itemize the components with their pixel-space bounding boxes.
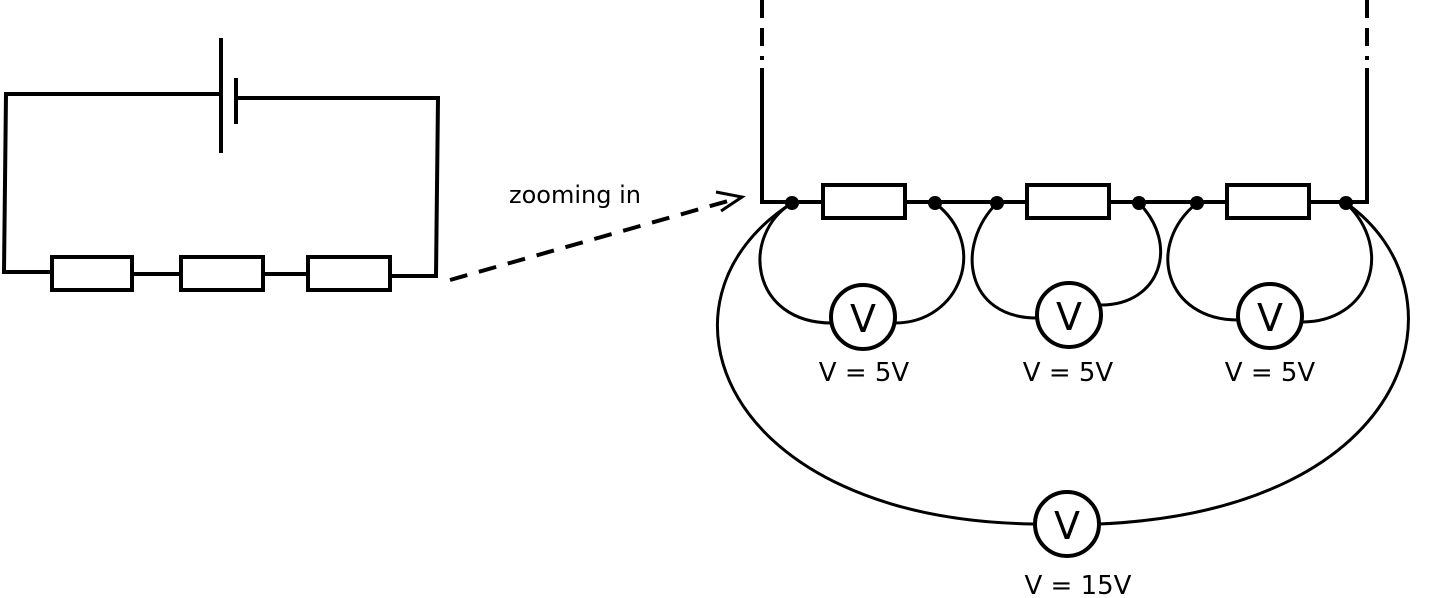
arrow-head-icon [715, 190, 746, 213]
vm2-lead-right [1100, 201, 1163, 307]
reading-2: V = 5V [1023, 358, 1114, 388]
zoom-dashed-line [449, 199, 729, 282]
vm1-lead-right [894, 201, 966, 325]
voltmeter-1: V [829, 283, 897, 351]
voltmeter-2-symbol: V [1056, 295, 1082, 339]
vm3-lead-right [1301, 201, 1373, 324]
vm3-lead-left [1166, 201, 1239, 322]
vm-total-lead-left [715, 201, 1036, 526]
reading-1: V = 5V [819, 358, 910, 388]
voltmeter-total-body [1033, 490, 1101, 558]
voltmeter-3: V [1236, 282, 1304, 350]
voltmeter-total-symbol: V [1054, 504, 1080, 548]
simple-circuit [1, 38, 441, 292]
wire-left [1, 92, 221, 274]
junction-6 [1339, 196, 1353, 210]
voltmeter-3-body [1236, 282, 1304, 350]
zoom-caption: zooming in [509, 181, 641, 209]
resistor-2 [179, 255, 265, 292]
voltmeter-2-body [1035, 281, 1103, 349]
resistor-3 [306, 255, 392, 292]
reading-total: V = 15V [1025, 571, 1132, 598]
voltmeter-2: V [1035, 281, 1103, 349]
junction-5 [1190, 196, 1204, 210]
voltmeter-total: V [1033, 490, 1101, 558]
vm-total-lead-right [1098, 201, 1410, 526]
reading-3: V = 5V [1225, 358, 1316, 388]
vm1-lead-left [758, 201, 833, 325]
junction-4 [1132, 196, 1146, 210]
resistor-1 [50, 255, 134, 292]
zoom-arrow [449, 190, 746, 282]
zoomed-circuit: V V V V V = 5V V = 5V V = 5V V = 15V [715, 0, 1410, 598]
junction-1 [785, 196, 799, 210]
vm2-lead-left [970, 201, 1038, 320]
voltmeter-1-symbol: V [850, 297, 876, 341]
junction-3 [990, 196, 1004, 210]
zoom-resistor-3 [1225, 183, 1311, 220]
voltmeter-1-body [829, 283, 897, 351]
zoom-resistor-2 [1025, 183, 1111, 220]
junction-2 [928, 196, 942, 210]
voltmeter-3-symbol: V [1257, 296, 1283, 340]
zoom-resistor-1 [821, 183, 907, 220]
wire-right [236, 96, 441, 278]
